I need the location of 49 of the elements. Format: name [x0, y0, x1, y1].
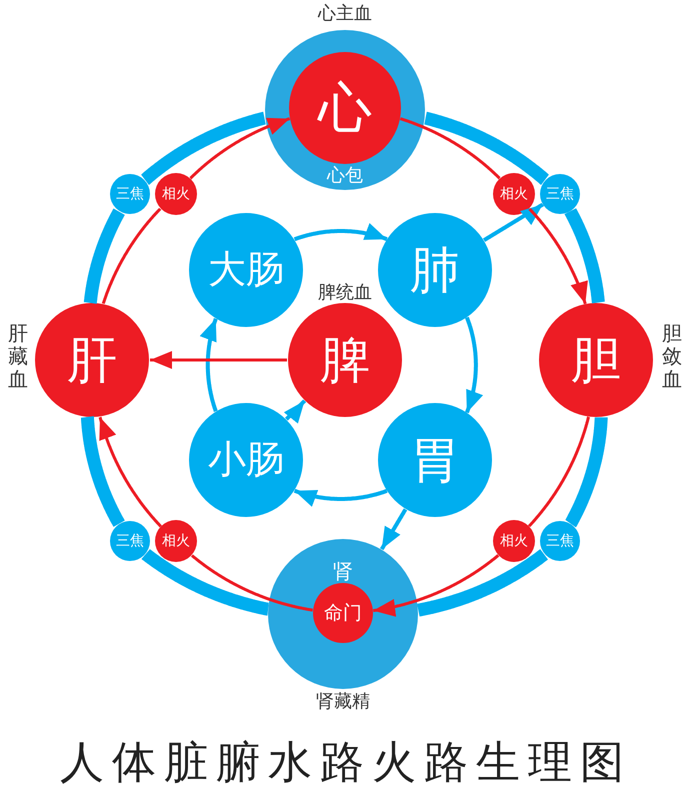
organ-label: 命门: [323, 602, 363, 624]
organ-label: 相火: [161, 186, 191, 202]
arrow: [293, 223, 388, 242]
sanjiao-circle: [110, 174, 150, 214]
sanjiao-circle: [540, 174, 580, 214]
organ-label: 肝: [66, 330, 118, 390]
arrow: [284, 399, 306, 424]
connector-line: [528, 416, 590, 528]
organ-label: 三焦: [115, 186, 145, 202]
arrow: [150, 351, 288, 369]
sanjiao-circle: [540, 521, 580, 561]
arrow: [528, 208, 588, 305]
arrow: [189, 117, 290, 180]
arrow: [98, 416, 162, 528]
connector-line: [102, 208, 162, 304]
organ-label: 三焦: [115, 532, 145, 550]
organ-label: 小肠: [207, 437, 285, 483]
arrow: [200, 318, 218, 412]
organ-label: 胃: [409, 430, 461, 490]
fire-circle: [155, 520, 197, 562]
organ-label: 相火: [161, 532, 191, 550]
organ-label: 心包: [326, 165, 364, 187]
function-label: 心主血: [316, 4, 373, 25]
function-label: 脾统血: [317, 283, 373, 304]
sanjiao-circle: [110, 521, 150, 561]
fire-circle: [155, 173, 197, 215]
organ-label: 胆: [570, 330, 622, 390]
function-label: 肝藏血: [7, 322, 29, 391]
organ-label: 肾: [332, 559, 354, 583]
connector-line: [190, 554, 314, 612]
arrow: [482, 202, 544, 242]
organ-label: 脾: [319, 330, 371, 390]
function-label: 肾藏精: [315, 692, 371, 713]
arrow: [372, 554, 500, 617]
fire-circle: [493, 173, 535, 215]
organ-label: 三焦: [545, 186, 575, 202]
arrow: [293, 488, 388, 507]
function-label: 胆敛血: [661, 322, 683, 391]
title: 人体脏腑水路火路生理图: [59, 736, 633, 790]
organ-label: 心: [316, 76, 373, 140]
organ-label: 相火: [499, 186, 529, 202]
connector-line: [400, 117, 501, 180]
organ-label: 相火: [499, 532, 529, 550]
organ-label: 大肠: [207, 247, 285, 293]
organ-label: 肺: [409, 240, 461, 300]
arrow: [465, 316, 484, 414]
fire-circle: [493, 520, 535, 562]
arrow: [380, 508, 408, 550]
organ-label: 三焦: [545, 532, 575, 550]
